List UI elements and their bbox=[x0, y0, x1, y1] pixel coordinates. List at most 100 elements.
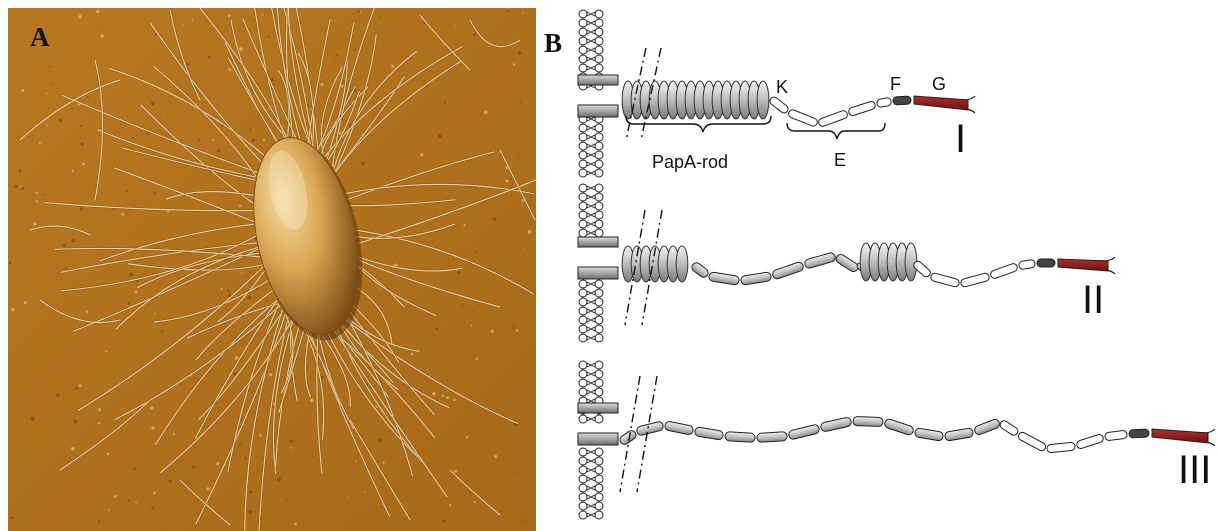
speckle bbox=[161, 330, 164, 333]
usher-block bbox=[578, 267, 618, 279]
lipid-head bbox=[595, 133, 603, 141]
speckle bbox=[423, 80, 425, 82]
speckle bbox=[217, 149, 220, 152]
lipid-head bbox=[595, 37, 603, 45]
lipid-head bbox=[579, 193, 587, 201]
state-2-numeral: II bbox=[1082, 278, 1104, 322]
speckle bbox=[466, 436, 468, 438]
adhesin-papg bbox=[1058, 259, 1108, 271]
speckle bbox=[50, 467, 51, 468]
lipid-head bbox=[579, 211, 587, 219]
speckle bbox=[151, 426, 154, 429]
speckle bbox=[56, 394, 59, 397]
speckle bbox=[461, 305, 463, 307]
speckle bbox=[106, 350, 108, 352]
lipid-head bbox=[579, 415, 587, 423]
speckle bbox=[475, 188, 477, 190]
adhesin-papg bbox=[1152, 429, 1208, 443]
lipid-head bbox=[595, 280, 603, 288]
rod-subunit bbox=[708, 272, 739, 286]
speckle bbox=[336, 54, 338, 56]
lipid-head bbox=[579, 334, 587, 342]
speckle bbox=[68, 180, 69, 181]
speckle bbox=[239, 205, 242, 208]
speckle bbox=[228, 290, 230, 292]
lipid-head bbox=[595, 493, 603, 501]
speckle bbox=[444, 102, 446, 104]
lipid-head bbox=[579, 289, 587, 297]
speckle bbox=[343, 349, 345, 351]
speckle bbox=[81, 143, 84, 146]
speckle bbox=[15, 185, 18, 188]
speckle bbox=[47, 124, 49, 126]
speckle bbox=[506, 180, 509, 183]
tip-subunit-pape bbox=[930, 272, 960, 287]
speckle bbox=[187, 63, 190, 66]
speckle bbox=[449, 504, 451, 506]
speckle bbox=[11, 516, 14, 519]
lipid-head bbox=[595, 415, 603, 423]
helix-turn bbox=[676, 246, 688, 282]
speckle bbox=[46, 93, 47, 94]
speckle bbox=[154, 313, 156, 315]
lipid-head bbox=[595, 229, 603, 237]
panel-a-letter: A bbox=[30, 22, 50, 52]
speckle bbox=[134, 468, 136, 470]
speckle bbox=[378, 439, 382, 443]
speckle bbox=[476, 358, 478, 360]
usher-block bbox=[578, 105, 618, 117]
speckle bbox=[389, 176, 390, 177]
speckle bbox=[334, 61, 335, 62]
speckle bbox=[513, 325, 515, 327]
usher-block bbox=[578, 433, 618, 445]
speckle bbox=[150, 406, 153, 409]
speckle bbox=[132, 137, 134, 139]
speckle bbox=[446, 396, 449, 399]
speckle bbox=[516, 329, 518, 331]
speckle bbox=[216, 462, 219, 465]
speckle bbox=[39, 142, 41, 144]
speckle bbox=[493, 218, 496, 221]
speckle bbox=[71, 108, 73, 110]
speckle bbox=[442, 394, 445, 397]
lipid-head bbox=[595, 511, 603, 519]
speckle bbox=[11, 308, 14, 311]
lipid-head bbox=[595, 55, 603, 63]
speckle bbox=[75, 386, 78, 389]
speckle bbox=[438, 135, 442, 139]
speckle bbox=[235, 356, 239, 360]
speckle bbox=[71, 447, 74, 450]
lipid-head bbox=[595, 142, 603, 150]
speckle bbox=[252, 139, 255, 142]
lipid-head bbox=[595, 124, 603, 132]
speckle bbox=[248, 510, 252, 514]
lipid-head bbox=[579, 388, 587, 396]
speckle bbox=[139, 401, 140, 402]
speckle bbox=[20, 186, 22, 188]
speckle bbox=[245, 457, 247, 459]
speckle bbox=[34, 223, 37, 226]
lipid-head bbox=[595, 28, 603, 36]
speckle bbox=[80, 207, 83, 210]
lipid-head bbox=[579, 361, 587, 369]
speckle bbox=[183, 24, 184, 25]
lipid-head bbox=[579, 325, 587, 333]
lipid-head bbox=[579, 379, 587, 387]
lipid-head bbox=[595, 298, 603, 306]
papa-rod-helix bbox=[622, 81, 769, 119]
rod-subunit bbox=[772, 261, 805, 280]
speckle bbox=[247, 295, 251, 299]
usher-block bbox=[578, 403, 618, 413]
state-1-numeral: I bbox=[955, 117, 966, 161]
speckle bbox=[262, 14, 264, 16]
usher-block bbox=[578, 237, 618, 247]
speckle bbox=[128, 499, 130, 501]
speckle bbox=[375, 406, 377, 408]
tip-subunit-pape bbox=[848, 101, 877, 117]
speckle bbox=[269, 373, 272, 376]
speckle bbox=[360, 11, 362, 13]
speckle bbox=[228, 15, 231, 18]
speckle bbox=[79, 15, 82, 18]
speckle bbox=[212, 139, 214, 141]
